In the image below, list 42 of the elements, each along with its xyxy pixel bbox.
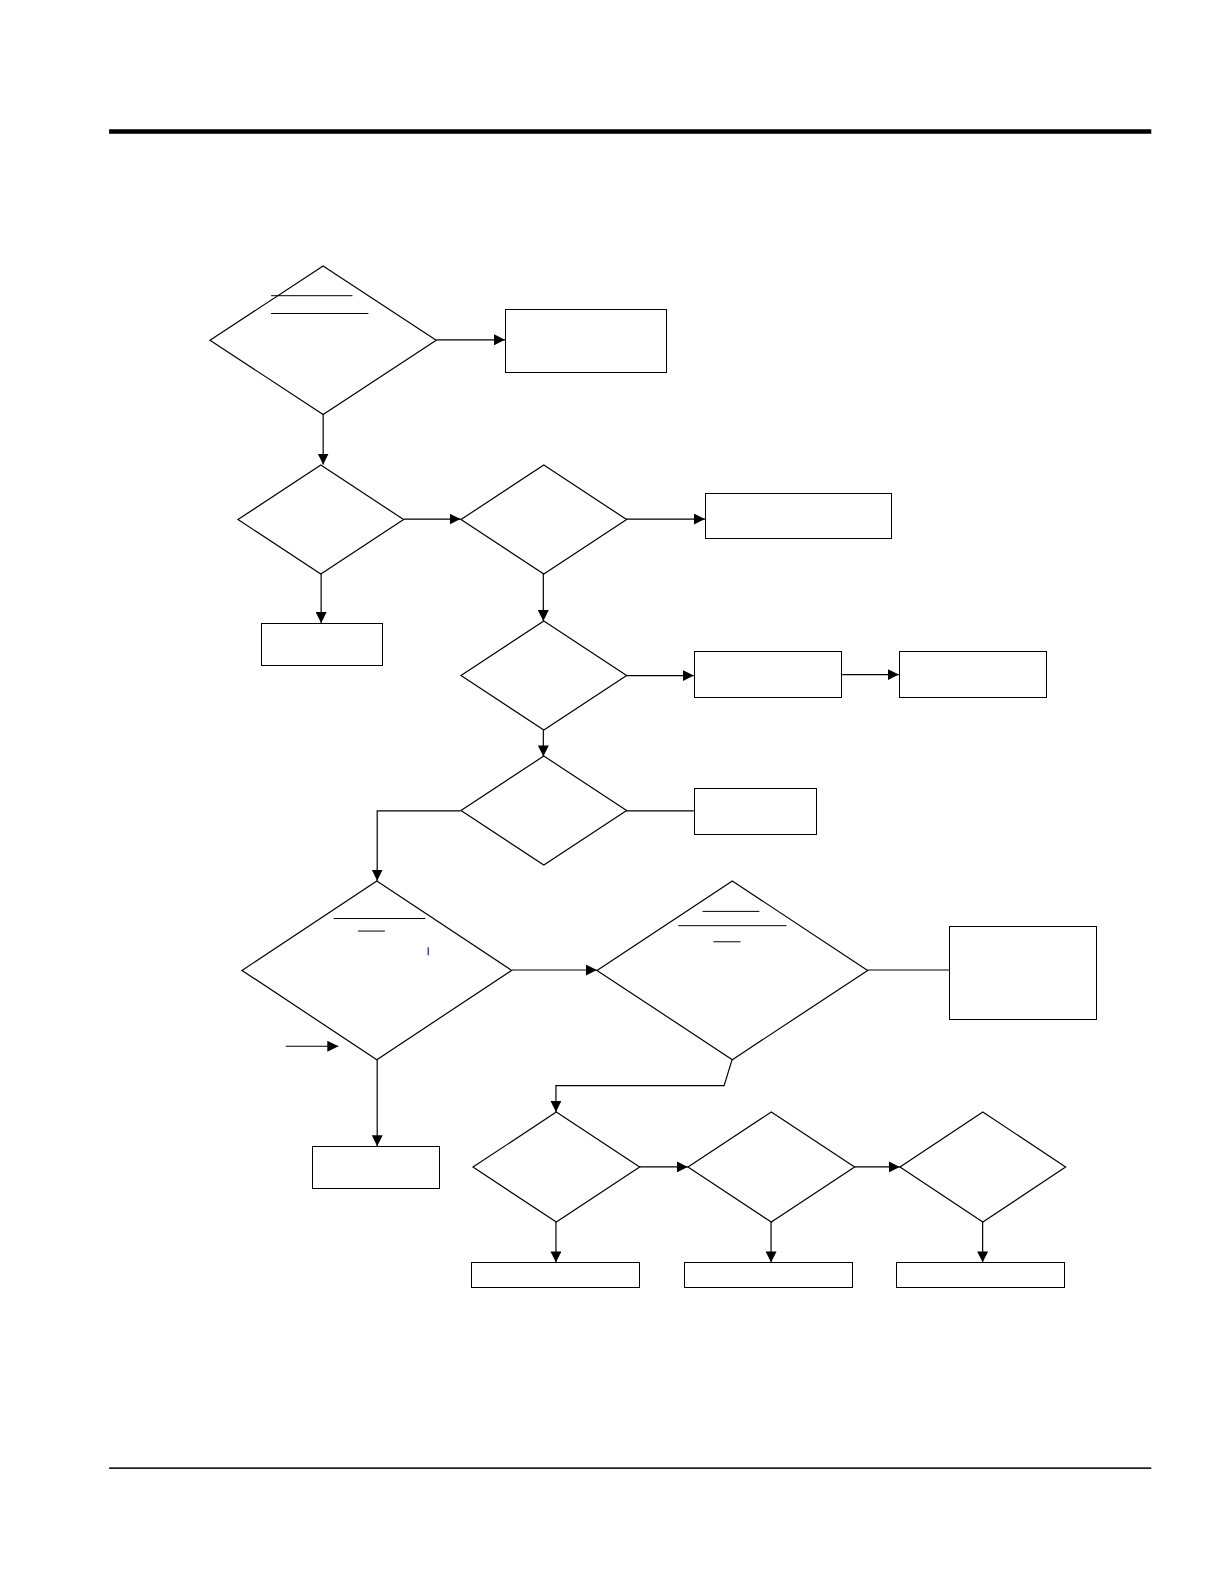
- decision-diamond: [899, 1111, 1066, 1222]
- arrow: [511, 964, 598, 976]
- process-box: [949, 926, 1097, 1020]
- process-box: [312, 1146, 441, 1189]
- arrow: [977, 1221, 989, 1263]
- arrow: [403, 513, 462, 525]
- decision-diamond: [596, 880, 868, 1060]
- decision-diamond: [460, 621, 627, 731]
- arrow: [537, 573, 549, 622]
- process-box: [898, 651, 1048, 698]
- process-box: [693, 651, 843, 698]
- process-box: [260, 623, 383, 666]
- arrow: [765, 1221, 777, 1263]
- arrow: [315, 573, 327, 624]
- decision-diamond: [238, 464, 404, 574]
- arrow: [435, 334, 506, 346]
- connector-line: [625, 810, 695, 812]
- arrow: [550, 1058, 733, 1113]
- process-box: [704, 492, 892, 540]
- arrow: [841, 669, 900, 681]
- decision-diamond: [460, 464, 627, 574]
- decision-diamond: [242, 880, 512, 1060]
- process-box: [693, 787, 817, 836]
- process-box: [504, 309, 667, 373]
- arrow: [371, 810, 462, 882]
- arrow: [317, 413, 329, 466]
- decision-diamond: [472, 1111, 640, 1222]
- arrow: [638, 1161, 689, 1173]
- process-box: [470, 1262, 641, 1288]
- arrow: [285, 1040, 339, 1052]
- connector-line: [866, 969, 950, 971]
- arrow: [371, 1058, 383, 1147]
- process-box: [895, 1262, 1066, 1288]
- decision-diamond: [210, 265, 437, 415]
- decision-diamond: [687, 1111, 855, 1222]
- arrow: [537, 729, 549, 757]
- decision-diamond: [460, 756, 627, 866]
- arrow: [625, 513, 706, 525]
- process-box: [683, 1262, 854, 1288]
- arrow: [550, 1221, 562, 1263]
- arrow: [625, 670, 695, 682]
- arrow: [853, 1161, 901, 1173]
